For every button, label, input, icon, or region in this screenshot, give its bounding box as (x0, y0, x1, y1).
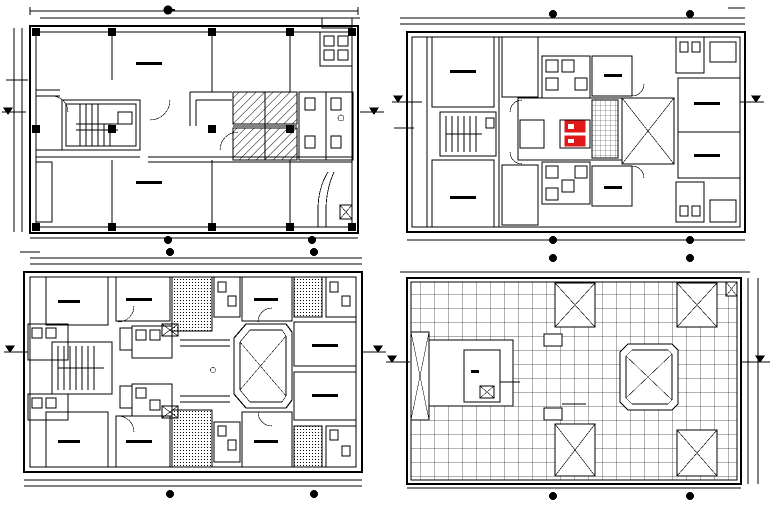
section-arrow-icon (549, 492, 694, 500)
roof-plan (386, 254, 770, 500)
section-arrow-icon (166, 490, 318, 498)
stair-icon (57, 346, 104, 390)
stair-icon (76, 104, 118, 146)
typical-floor-plan (392, 7, 764, 244)
section-arrow-icon (163, 5, 175, 15)
ground-floor-plan (2, 5, 384, 244)
skylight (554, 282, 718, 477)
highlighted-elevator (564, 120, 586, 147)
section-arrow-icon (392, 95, 764, 103)
section-arrow-icon (164, 236, 316, 244)
second-floor-plan (4, 248, 386, 498)
section-arrow-icon (549, 236, 694, 244)
section-arrow-icon (386, 355, 770, 363)
section-arrow-icon (2, 107, 384, 115)
stair-icon (445, 116, 482, 152)
section-arrow-icon (4, 345, 386, 353)
section-arrow-icon (549, 10, 694, 18)
structural-columns (32, 28, 356, 231)
section-arrow-icon (549, 254, 694, 262)
section-arrow-icon (166, 248, 318, 256)
